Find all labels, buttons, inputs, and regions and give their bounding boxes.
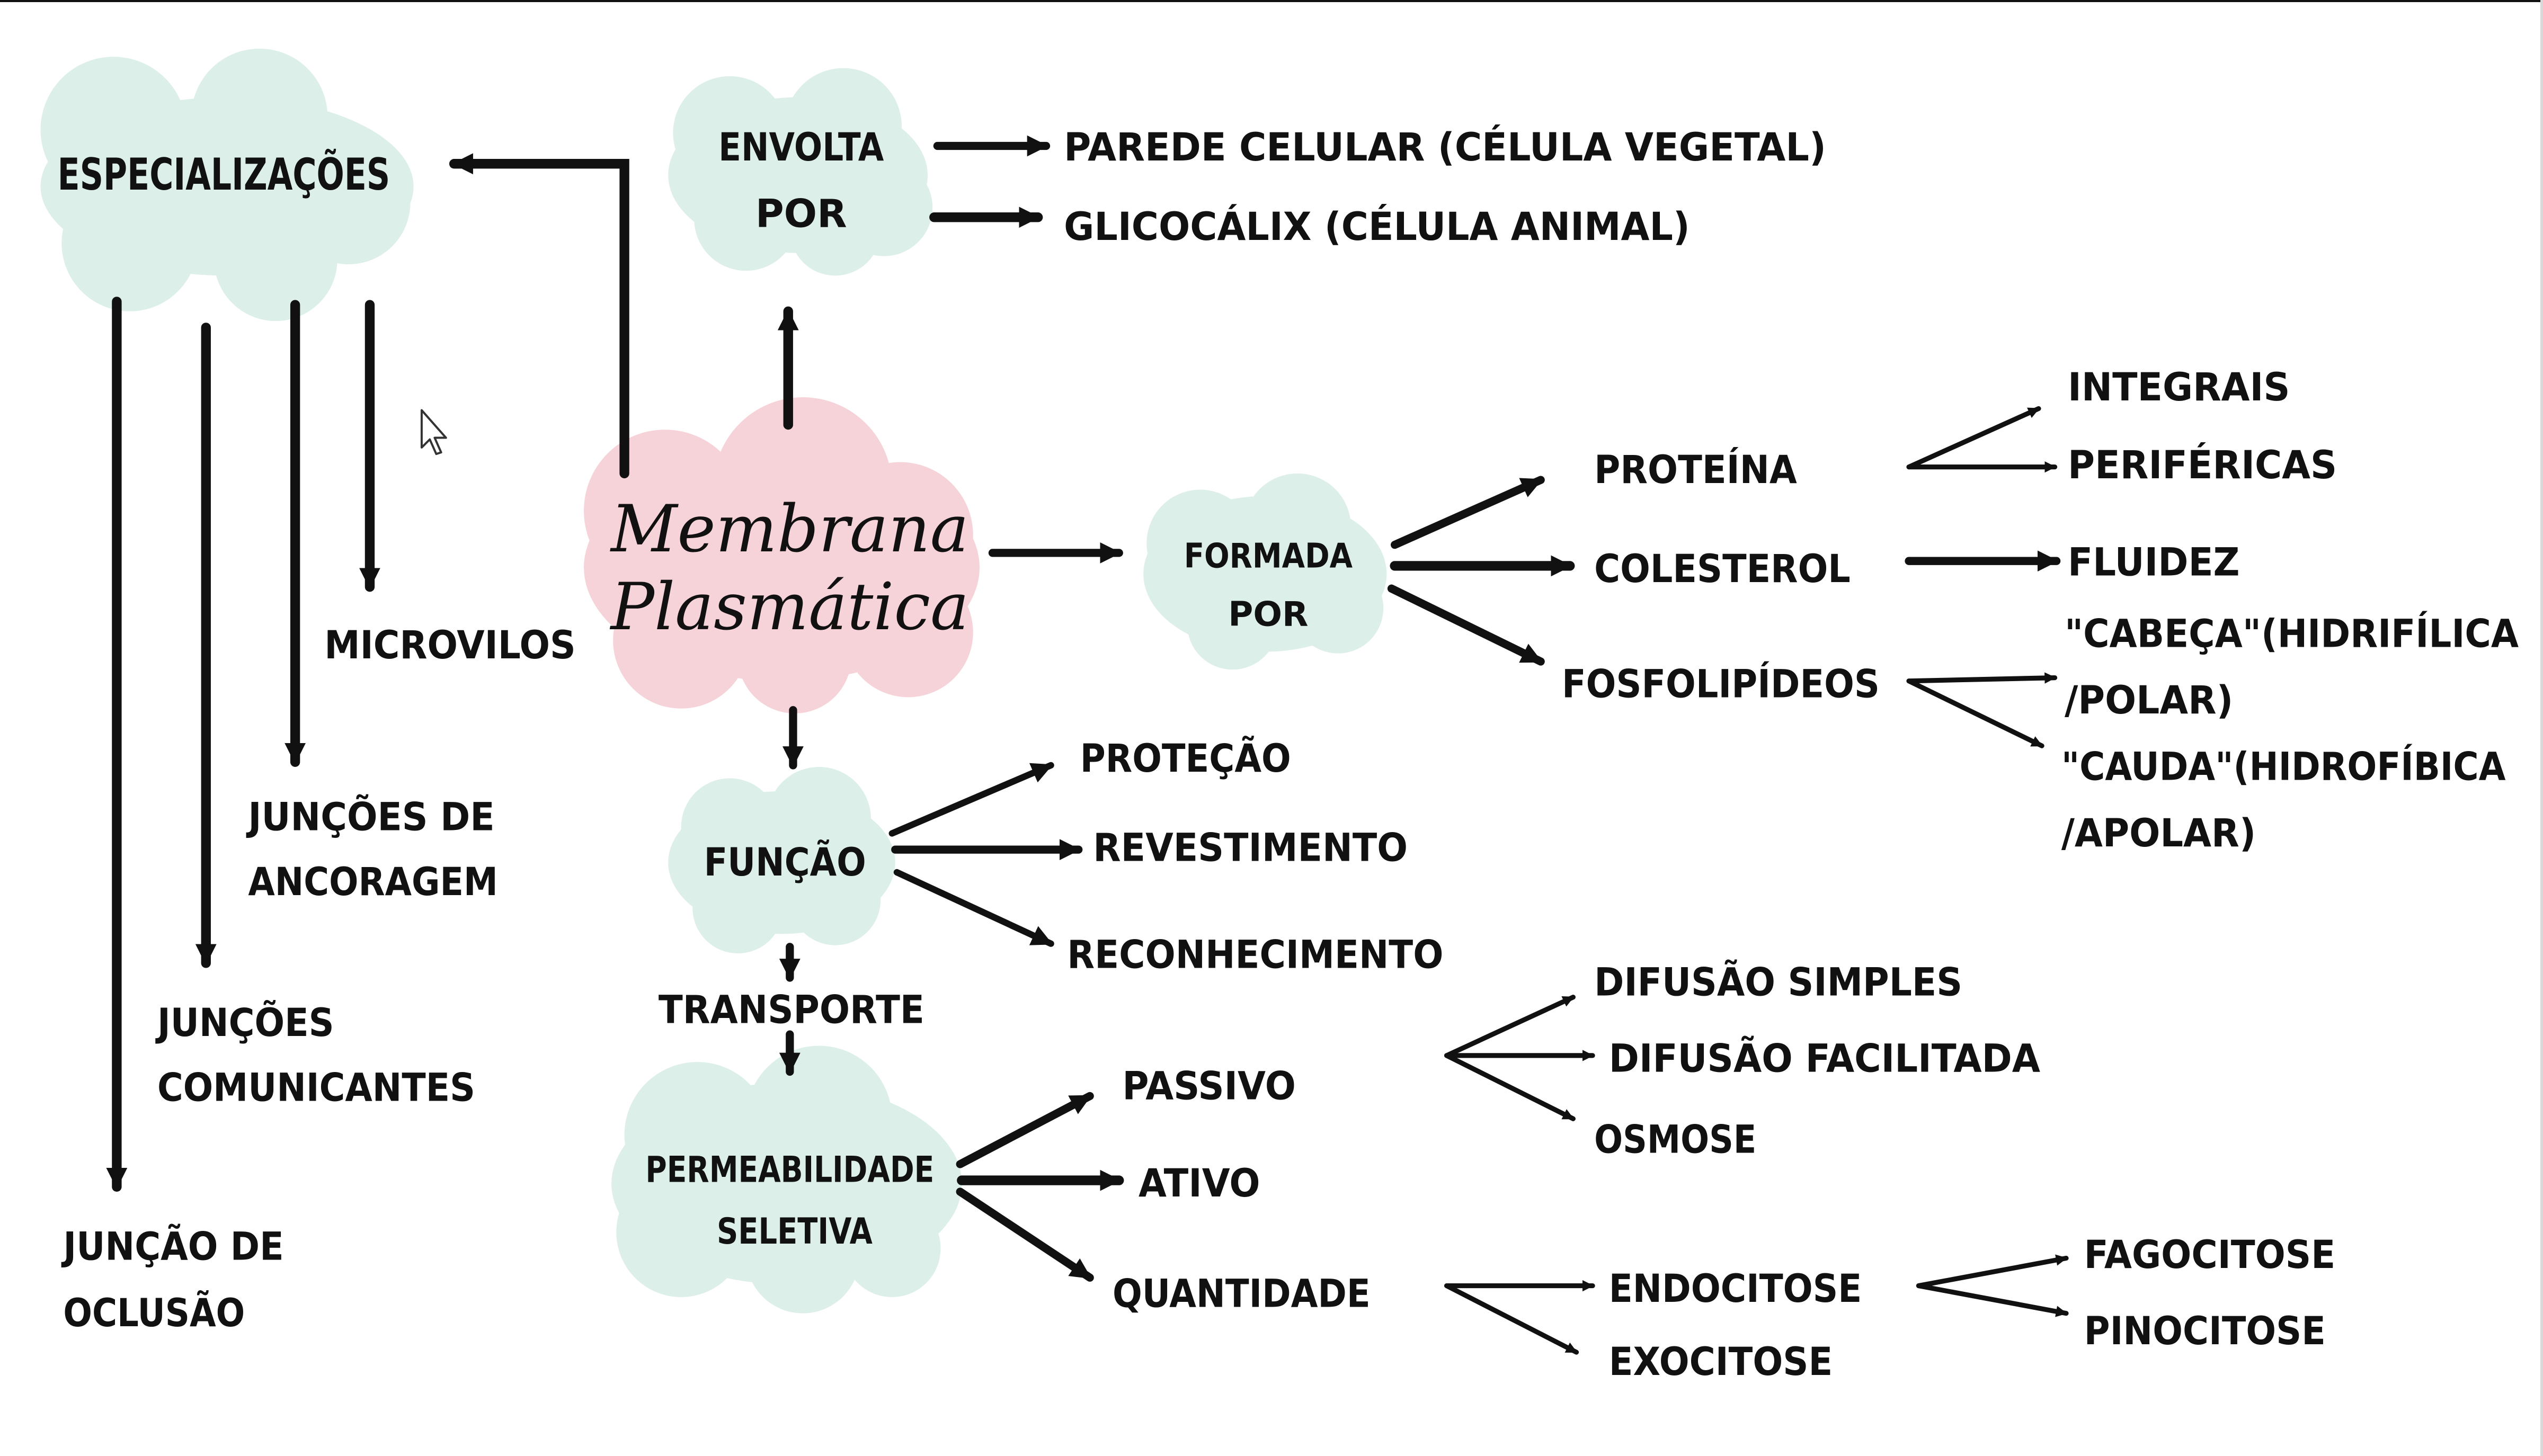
envolta-line-1: ENVOLTA [718,125,884,170]
label-juncoes-ancoragem-2: ANCORAGEM [248,860,497,905]
label-juncao-oclusao-2: OCLUSÃO [63,1290,245,1336]
formada-line-1: FORMADA [1184,536,1353,576]
label-endocitose: ENDOCITOSE [1609,1266,1862,1311]
central-line-1: Membrana [610,491,969,567]
label-reconhecimento: RECONHECIMENTO [1067,933,1443,978]
label-cauda-1: "CAUDA"(HIDROFÍBICA [2061,744,2506,789]
cloud-permeabilidade [611,1046,962,1314]
label-glicocalix: GLICOCÁLIX (CÉLULA ANIMAL) [1064,204,1690,249]
cloud-envolta [668,68,933,276]
cloud-formada [1143,473,1387,670]
cloud-especializacoes [40,48,414,321]
cloud-funcao [668,766,895,954]
label-juncoes-comunicantes-2: COMUNICANTES [157,1066,475,1111]
label-cauda-2: /APOLAR) [2061,811,2256,856]
label-parede-celular: PAREDE CELULAR (CÉLULA VEGETAL) [1064,124,1826,170]
label-transporte: TRANSPORTE [659,988,924,1033]
label-exocitose: EXOCITOSE [1609,1339,1833,1384]
label-perifericas: PERIFÉRICAS [2068,442,2337,488]
especializacoes-title: ESPECIALIZAÇÕES [58,149,390,200]
label-juncoes-comunicantes-1: JUNÇÕES [155,1000,334,1046]
permeabilidade-line-1: PERMEABILIDADE [645,1149,934,1191]
label-proteina: PROTEÍNA [1594,447,1797,493]
label-cabeca-1: "CABEÇA"(HIDRIFÍLICA [2065,611,2519,656]
label-juncoes-ancoragem-1: JUNÇÕES DE [246,794,495,839]
permeabilidade-line-2: SELETIVA [717,1210,873,1252]
label-passivo: PASSIVO [1122,1064,1296,1109]
label-microvilos: MICROVILOS [324,623,575,668]
label-pinocitose: PINOCITOSE [2084,1309,2326,1354]
label-fluidez: FLUIDEZ [2068,540,2239,585]
window-top-border [0,0,2543,2]
label-fosfolipideos: FOSFOLIPÍDEOS [1562,661,1880,707]
mouse-cursor-icon [420,409,447,455]
funcao-title: FUNÇÃO [704,839,866,885]
label-protecao: PROTEÇÃO [1080,735,1291,781]
envolta-line-2: POR [755,192,847,237]
label-juncao-oclusao-1: JUNÇÃO DE [61,1223,284,1270]
window-right-border [2540,0,2543,1456]
label-difusao-facilitada: DIFUSÃO FACILITADA [1609,1035,2040,1081]
label-revestimento: REVESTIMENTO [1093,826,1408,871]
label-colesterol: COLESTEROL [1594,547,1851,592]
connectors [106,135,2069,1355]
central-line-2: Plasmática [610,569,969,645]
label-quantidade: QUANTIDADE [1113,1271,1371,1316]
label-fagocitose: FAGOCITOSE [2084,1232,2335,1278]
label-cabeca-2: /POLAR) [2065,678,2233,723]
formada-line-2: POR [1228,595,1308,635]
label-integrais: INTEGRAIS [2068,365,2290,410]
label-difusao-simples: DIFUSÃO SIMPLES [1594,959,1962,1005]
label-ativo: ATIVO [1139,1161,1260,1206]
label-osmose: OSMOSE [1594,1118,1756,1163]
